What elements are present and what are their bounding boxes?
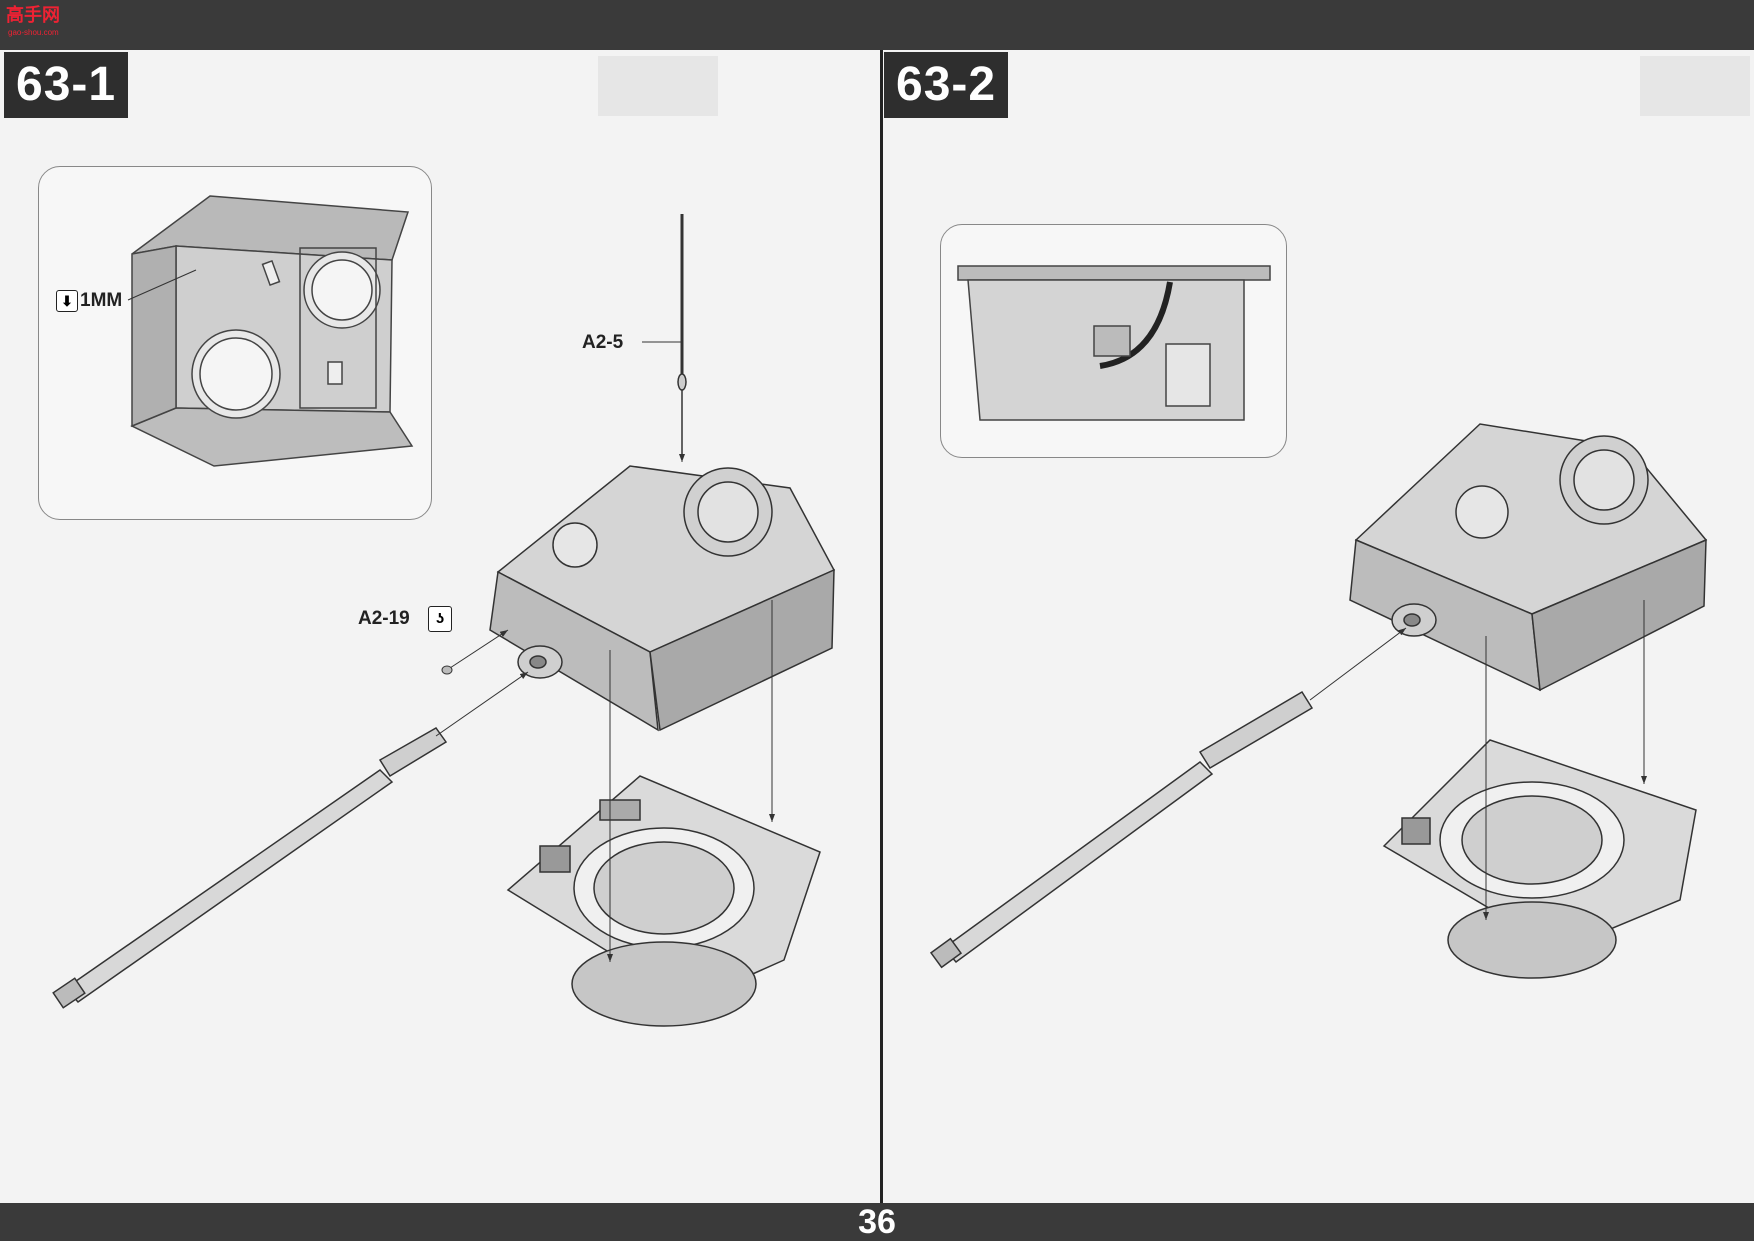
- antenna-part-label: A2-5: [582, 332, 624, 353]
- site-logo: 高手网: [6, 5, 60, 25]
- drill-icon: ⬇: [56, 290, 78, 312]
- ghost-step-mark: [598, 56, 718, 116]
- step-label-63-1: 63-1: [4, 52, 129, 118]
- page-divider: [880, 50, 883, 1203]
- cement-icon: ʖ: [428, 606, 452, 632]
- small-part: [441, 665, 453, 675]
- site-logo-url: gao-shou.com: [8, 28, 59, 37]
- turret-cutaway: [957, 265, 1271, 421]
- barrel-arrow-left: [435, 671, 529, 737]
- turret-basket-right: [1382, 739, 1697, 979]
- turret-interior-wall: [130, 195, 414, 467]
- drill-size-label: 1MM: [80, 290, 123, 311]
- antenna-part: [642, 214, 687, 458]
- turret-basket-left: [506, 775, 821, 1027]
- gun-barrel-left: [52, 727, 448, 1009]
- turret-right: [1349, 423, 1708, 692]
- top-bar: [0, 0, 1754, 50]
- turret-left: [489, 465, 836, 732]
- barrel-arrow-right: [1309, 627, 1407, 701]
- step-label-63-2: 63-2: [884, 52, 1009, 118]
- bottom-bar: [0, 1203, 1754, 1241]
- page-number: 36: [858, 1203, 896, 1241]
- ghost-step-mark: [1640, 56, 1750, 116]
- small-part-label: A2-19: [358, 608, 410, 629]
- drill-leader-line: [127, 269, 197, 301]
- small-part-arrow: [449, 629, 509, 669]
- gun-barrel-right: [929, 690, 1314, 969]
